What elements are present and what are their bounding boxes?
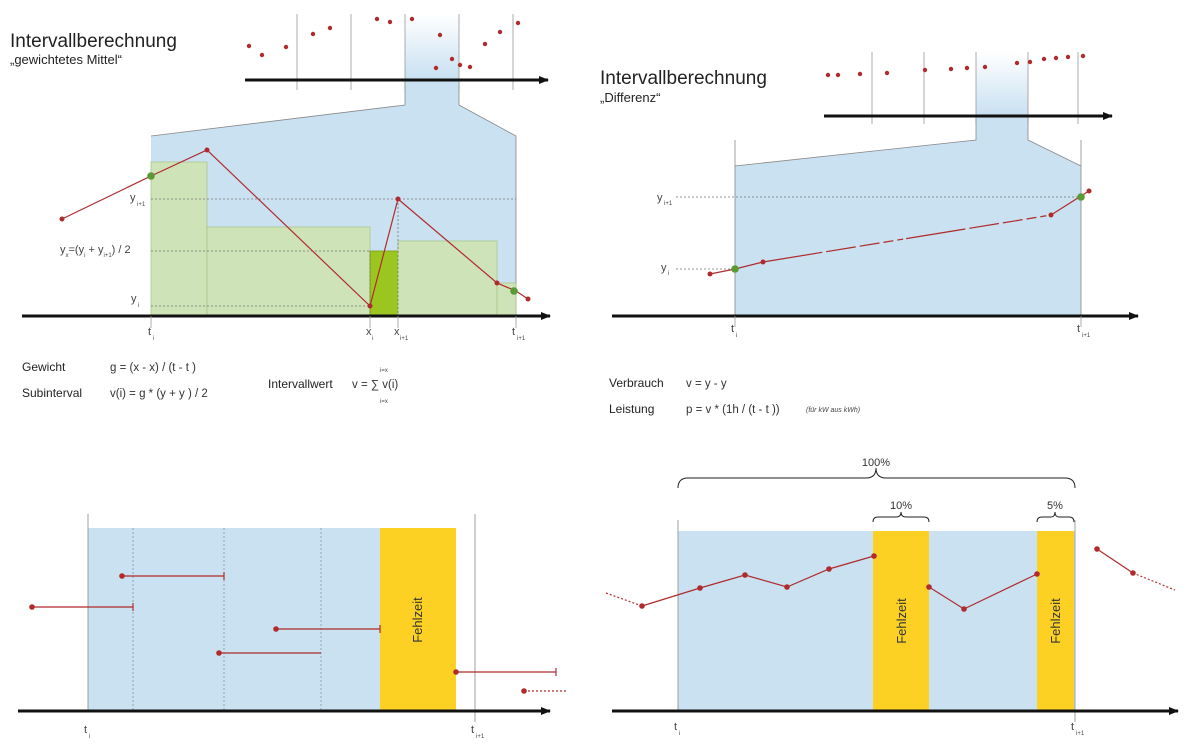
series-points — [707, 188, 1092, 277]
fehlzeit-label: Fehlzeit — [1048, 598, 1063, 644]
brace-a — [872, 511, 930, 523]
fehlzeit-block — [380, 528, 456, 711]
zoom-outline — [734, 118, 1082, 316]
fehlzeit-block — [1037, 531, 1074, 711]
series-line — [1096, 548, 1134, 574]
y-label: y — [131, 293, 137, 305]
interval-background — [735, 118, 1081, 316]
guide-lines — [676, 196, 1081, 270]
leistung-label: Leistung — [609, 402, 654, 416]
t-label-sub: i+1 — [476, 734, 485, 740]
mini-timeline — [824, 52, 1113, 124]
gewicht-formula: g = (x - x) / (t - t ) — [110, 362, 196, 374]
t-label: t — [731, 323, 734, 335]
guide-lines — [132, 528, 322, 711]
panel-title: Intervallberechnung — [10, 31, 177, 52]
t-label-sub: i — [679, 731, 680, 737]
percent-total: 100% — [862, 457, 890, 469]
panel-subtitle: „Differenz“ — [600, 90, 660, 105]
mini-points — [246, 16, 521, 71]
t-label-sub: i+1 — [517, 336, 526, 342]
series-line-dashed — [1132, 572, 1176, 591]
t-label: t — [674, 721, 677, 733]
interval-background — [88, 528, 380, 711]
x-label: x — [394, 326, 400, 338]
panel-difference: Intervallberechnung „Differenz“ — [600, 52, 1139, 416]
series-points — [639, 546, 1136, 612]
verbrauch-formula: v = y - y — [686, 378, 727, 390]
y-label: y — [657, 192, 663, 204]
series-line — [641, 555, 875, 607]
guide-lines — [151, 198, 516, 316]
y-label: y — [130, 192, 136, 204]
t-label: t — [512, 326, 515, 338]
panel-subtitle: „gewichtetes Mittel“ — [10, 52, 122, 67]
interpolated-point — [731, 265, 739, 273]
percent-b: 5% — [1047, 500, 1063, 512]
t-label-sub: i — [89, 734, 90, 740]
subinterval-bar-highlight — [369, 250, 399, 317]
subinterval-label: Subinterval — [22, 386, 82, 400]
sum-upper: i=x — [380, 368, 388, 374]
subinterval-bar — [150, 161, 208, 317]
panel-step-values: Fehlzeit t i t i+1 — [18, 514, 568, 740]
leistung-note: (für kW aus kWh) — [806, 407, 860, 414]
mini-points — [825, 53, 1086, 78]
verbrauch-label: Verbrauch — [609, 376, 664, 390]
leistung-formula: p = v * (1h / (t - t )) — [686, 404, 780, 416]
gewicht-label: Gewicht — [22, 360, 66, 374]
fehlzeit-label: Fehlzeit — [894, 598, 909, 644]
mini-timeline — [245, 14, 549, 90]
t-label-sub: i — [736, 333, 737, 339]
zoom-outline — [150, 82, 517, 316]
yx-label: yx=(yi + yi+1) / 2 — [60, 244, 131, 259]
step-segments — [32, 572, 568, 692]
interpolated-point — [147, 172, 155, 180]
zoom-window — [976, 52, 1028, 118]
t-label: t — [148, 326, 151, 338]
t-label: t — [1077, 323, 1080, 335]
series-points — [59, 147, 531, 309]
intervallwert-formula: v = ∑ v(i) — [352, 379, 398, 391]
tick-marks — [150, 316, 517, 328]
t-label-sub: i+1 — [1082, 333, 1091, 339]
subinterval-bar — [397, 240, 498, 317]
x-label-sub: i+1 — [400, 336, 409, 342]
t-label: t — [84, 724, 87, 736]
fehlzeit-block — [873, 531, 929, 711]
percent-a: 10% — [890, 500, 912, 512]
t-label: t — [471, 724, 474, 736]
series-line-dashed — [762, 214, 1052, 263]
y-label-sub: i — [668, 271, 669, 277]
y-label-sub: i+1 — [137, 202, 146, 208]
panel-coverage: 100% 10% 5% Fehlzeit Fehlzeit t i t i+1 — [605, 457, 1179, 737]
y-label-sub: i — [138, 303, 139, 309]
series-line-dashed — [605, 592, 643, 607]
fehlzeit-label: Fehlzeit — [410, 597, 425, 643]
intervallwert-label: Intervallwert — [268, 377, 333, 391]
subinterval-bar — [206, 226, 371, 317]
panel-weighted-mean: Intervallberechnung „gewichtetes Mittel“ — [10, 14, 551, 405]
sum-lower: i=x — [380, 399, 388, 405]
brace-b — [1036, 511, 1075, 523]
x-label: x — [366, 326, 372, 338]
series-points — [29, 573, 527, 694]
zoom-window — [405, 14, 459, 82]
panel-title: Intervallberechnung — [600, 68, 767, 89]
interpolated-point — [510, 287, 518, 295]
interpolated-point — [1077, 193, 1085, 201]
t-label: t — [1071, 721, 1074, 733]
y-label: y — [661, 262, 667, 274]
y-label-sub: i+1 — [664, 201, 673, 207]
subinterval-formula: v(i) = g * (y + y ) / 2 — [110, 388, 208, 400]
t-label-sub: i+1 — [1076, 731, 1085, 737]
x-label-sub: i — [372, 336, 373, 342]
brace-total — [677, 467, 1076, 489]
t-label-sub: i — [153, 336, 154, 342]
